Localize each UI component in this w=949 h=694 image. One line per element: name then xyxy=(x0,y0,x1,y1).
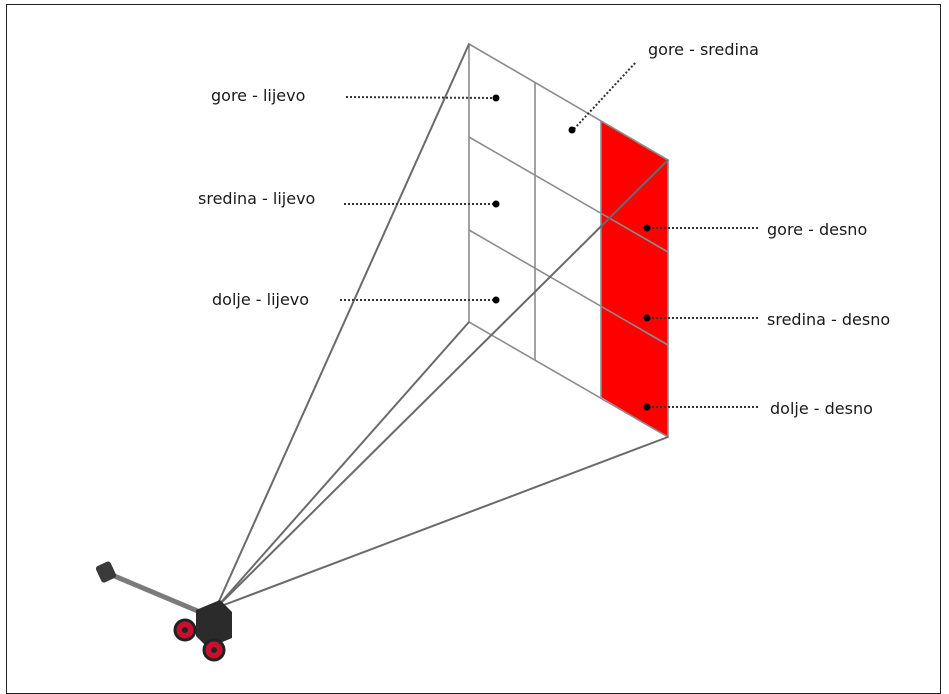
label-bottom-right: dolje - desno xyxy=(770,399,873,418)
dot-top-left xyxy=(492,94,500,102)
leader-lines xyxy=(340,61,760,408)
ray-top-left xyxy=(215,43,470,609)
dot-top-right xyxy=(643,224,651,232)
highlighted-right-column xyxy=(601,121,668,437)
grid-horizontal-2 xyxy=(468,229,669,346)
dot-top-center xyxy=(568,126,576,134)
label-middle-right: sredina - desno xyxy=(767,310,890,329)
label-top-left: gore - lijevo xyxy=(211,86,305,105)
dot-bottom-left xyxy=(492,296,500,304)
anchor-dots xyxy=(492,94,651,411)
leader-top-center xyxy=(573,61,637,130)
diagram-frame xyxy=(6,4,941,694)
label-middle-left: sredina - lijevo xyxy=(198,189,315,208)
label-bottom-left: dolje - lijevo xyxy=(212,290,309,309)
dot-bottom-right xyxy=(643,403,651,411)
dot-middle-right xyxy=(643,314,651,322)
grid-horizontal-1 xyxy=(468,136,669,253)
label-top-right: gore - desno xyxy=(767,220,867,239)
ray-bottom-right xyxy=(215,436,669,609)
leader-top-left xyxy=(345,96,495,99)
device-handle xyxy=(111,572,201,615)
device-handle-grip xyxy=(95,561,117,583)
dot-middle-left xyxy=(492,200,500,208)
view-rays xyxy=(215,43,669,609)
ray-top-right xyxy=(215,159,669,609)
device-body xyxy=(196,600,232,648)
camera-device xyxy=(95,561,232,662)
ray-bottom-left xyxy=(215,321,470,609)
device-wheel-back-hub xyxy=(211,647,217,653)
label-top-center: gore - sredina xyxy=(648,40,759,59)
device-wheel-front-hub xyxy=(182,627,188,633)
